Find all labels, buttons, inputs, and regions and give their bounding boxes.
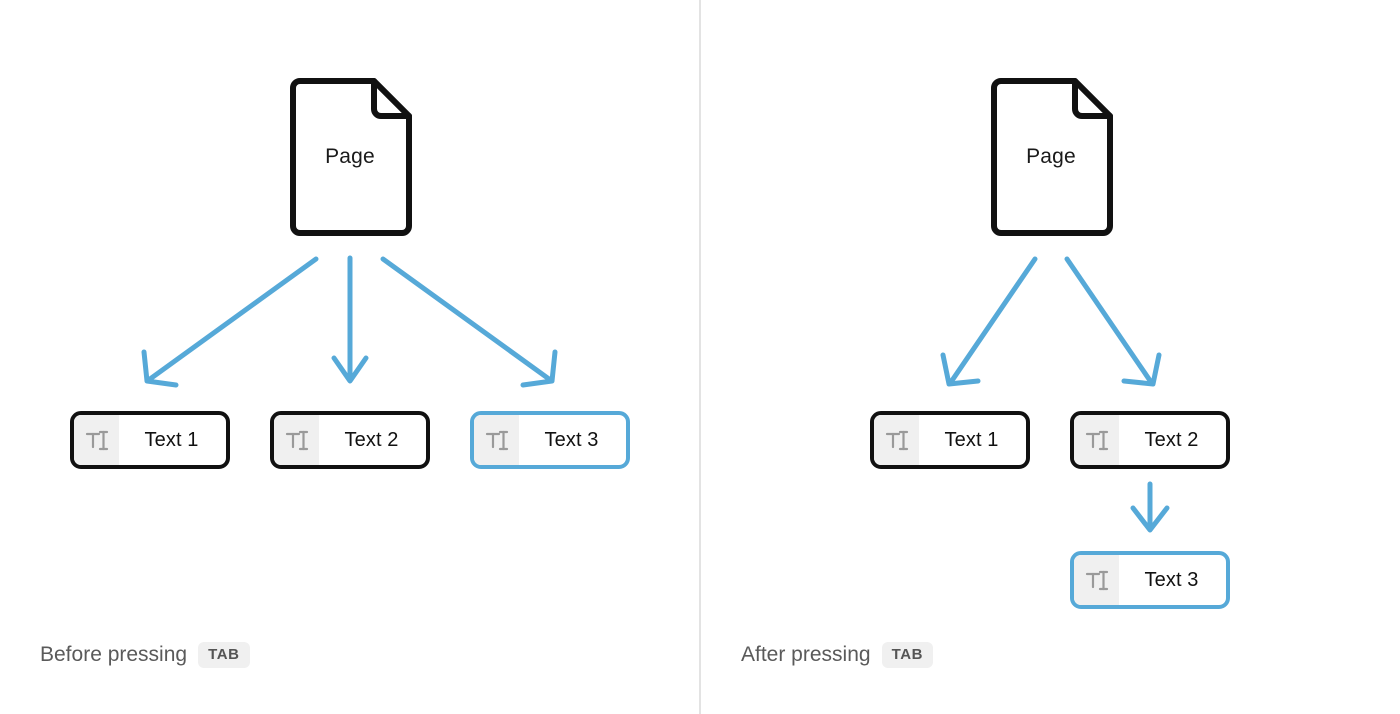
caption-label: After pressing xyxy=(741,643,871,666)
before-caption: Before pressing TAB xyxy=(40,642,250,668)
arrow-to-text1 xyxy=(948,256,1038,385)
text-field-label: Text 2 xyxy=(1144,428,1199,451)
arrow-to-text1 xyxy=(147,256,319,382)
text-cursor-icon xyxy=(1074,415,1119,465)
text-cursor-icon xyxy=(874,415,919,465)
text-field-node-3[interactable]: Text 3 xyxy=(470,411,630,469)
document-page-icon xyxy=(290,78,412,236)
after-panel: Page Text 1 xyxy=(701,0,1400,714)
after-caption: After pressing TAB xyxy=(741,642,934,668)
arrow-to-text3 xyxy=(380,256,552,382)
before-panel: Page Text 1 xyxy=(0,0,699,714)
text-cursor-icon xyxy=(274,415,319,465)
text-cursor-icon xyxy=(474,415,519,465)
tab-key-badge: TAB xyxy=(881,642,934,668)
text-cursor-icon xyxy=(74,415,119,465)
text-field-node-1[interactable]: Text 1 xyxy=(870,411,1030,469)
page-label: Page xyxy=(1026,145,1076,168)
page-node[interactable]: Page xyxy=(288,78,412,236)
text-field-label: Text 3 xyxy=(544,428,599,451)
text-field-node-3[interactable]: Text 3 xyxy=(1070,551,1230,609)
text-field-label: Text 2 xyxy=(344,428,399,451)
text-cursor-icon xyxy=(1074,555,1119,605)
page-label: Page xyxy=(325,145,375,168)
page-node[interactable]: Page xyxy=(989,78,1113,236)
text-field-node-2[interactable]: Text 2 xyxy=(270,411,430,469)
text-field-node-2[interactable]: Text 2 xyxy=(1070,411,1230,469)
text-field-node-1[interactable]: Text 1 xyxy=(70,411,230,469)
tab-key-badge: TAB xyxy=(198,642,250,668)
text-field-label: Text 1 xyxy=(144,428,199,451)
document-page-icon xyxy=(991,78,1113,236)
caption-label: Before pressing xyxy=(40,643,188,666)
text-field-label: Text 3 xyxy=(1144,568,1199,591)
arrow-to-text2 xyxy=(1064,256,1154,385)
text-field-label: Text 1 xyxy=(944,428,999,451)
panel-divider xyxy=(699,0,701,714)
